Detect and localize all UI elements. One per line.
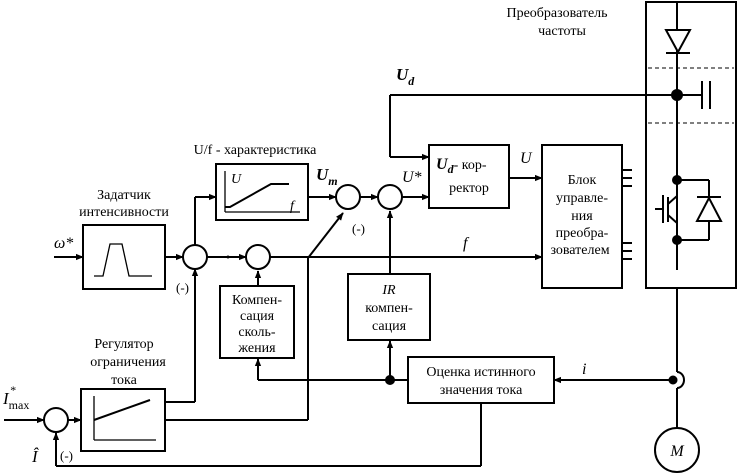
- current-estimate-box: [407, 356, 555, 404]
- slip-compensation-box: [219, 285, 295, 359]
- ustar-signal-label: U*: [402, 169, 422, 186]
- i-estimate-label: Î: [31, 447, 39, 466]
- intensity-setter-title-2: интенсивности: [79, 205, 169, 220]
- svg-text:Блок: Блок: [568, 173, 597, 188]
- svg-text:сация: сация: [240, 309, 275, 324]
- svg-text:Компен-: Компен-: [232, 293, 282, 308]
- ir-compensation-box: [347, 273, 431, 341]
- svg-text:Оценка истинного: Оценка истинного: [426, 365, 535, 380]
- svg-text:сколь-: сколь-: [238, 325, 275, 340]
- trapezoid-ramp-icon: [94, 243, 152, 277]
- pwm-output-ticks-icon: [622, 169, 632, 260]
- summing-junction-slip: [245, 244, 271, 270]
- i-measured-label: i: [582, 361, 586, 378]
- u-output-label: U: [520, 150, 533, 167]
- slip-compensation-block: Компен- сация сколь- жения: [219, 285, 295, 359]
- summing-junction-ustar: [377, 184, 403, 210]
- current-limiter-title-3: тока: [111, 373, 138, 388]
- intensity-setter-block: [82, 224, 166, 290]
- svg-text:(-): (-): [352, 221, 365, 236]
- current-limiter-title-1: Регулятор: [94, 337, 153, 352]
- svg-text:управле-: управле-: [556, 191, 608, 206]
- uf-curve-icon: [224, 171, 300, 213]
- svg-text:зователем: зователем: [550, 243, 609, 258]
- frequency-converter-title-2: частоты: [538, 24, 586, 39]
- svg-text:IR: IR: [381, 283, 396, 298]
- frequency-converter-title-1: Преобразователь: [506, 6, 607, 21]
- svg-text:Ud- кор-: Ud- кор-: [436, 156, 487, 176]
- current-limiter-block: [80, 388, 166, 452]
- ud-corrector-text-2: ректор: [449, 181, 489, 196]
- svg-text:преобра-: преобра-: [556, 226, 609, 241]
- svg-text:компен-: компен-: [365, 301, 413, 316]
- ud-corrector-text-1: - кор-: [454, 158, 487, 173]
- uf-characteristic-box: [215, 163, 309, 221]
- rectifier-diode-icon: [664, 29, 692, 55]
- ir-compensation-block: IR компен- сация: [347, 273, 431, 341]
- uf-characteristic-block: U f: [215, 163, 309, 221]
- intensity-setter-box: [82, 224, 166, 290]
- current-sensor-icon: [676, 371, 685, 389]
- svg-text:ния: ния: [571, 209, 593, 224]
- motor-label: M: [669, 443, 685, 460]
- summing-junction-current: [43, 407, 69, 433]
- svg-text:сация: сация: [372, 319, 407, 334]
- ud-signal-label: Ud: [396, 65, 415, 88]
- summing-junction-frequency: [182, 244, 208, 270]
- current-limiter-title-2: ограничения: [90, 355, 166, 370]
- svg-text:(-): (-): [60, 448, 73, 463]
- current-estimate-block: Оценка истинного значения тока: [407, 356, 555, 404]
- imax-reference-label: I*max: [2, 383, 29, 412]
- frequency-converter: Преобразователь частоты: [506, 1, 737, 289]
- svg-text:жения: жения: [237, 341, 276, 356]
- freewheel-diode-icon: [677, 179, 723, 241]
- um-signal-label: Um: [316, 165, 338, 188]
- converter-control-box: [541, 144, 623, 289]
- ud-corrector: Ud- кор- ректор: [428, 144, 510, 209]
- motor: M: [654, 427, 700, 473]
- svg-text:(-): (-): [176, 280, 189, 295]
- igbt-transistor-icon: [655, 180, 678, 240]
- svg-text:f: f: [290, 199, 296, 214]
- ud-corrector-box: [428, 144, 510, 209]
- converter-control-block: Блок управле- ния преобра- зователем: [541, 144, 632, 289]
- motor-icon: [654, 427, 700, 473]
- f-output-label: f: [463, 235, 470, 252]
- frequency-converter-frame: [645, 1, 737, 289]
- summing-junction-um: [335, 184, 361, 210]
- intensity-setter-title-1: Задатчик: [97, 188, 151, 203]
- svg-text:U: U: [231, 172, 242, 187]
- uf-characteristic-title: U/f - характеристика: [194, 143, 317, 158]
- limiter-characteristic-icon: [93, 396, 156, 441]
- svg-text:значения тока: значения тока: [440, 383, 523, 398]
- omega-reference-label: ω*: [54, 235, 73, 252]
